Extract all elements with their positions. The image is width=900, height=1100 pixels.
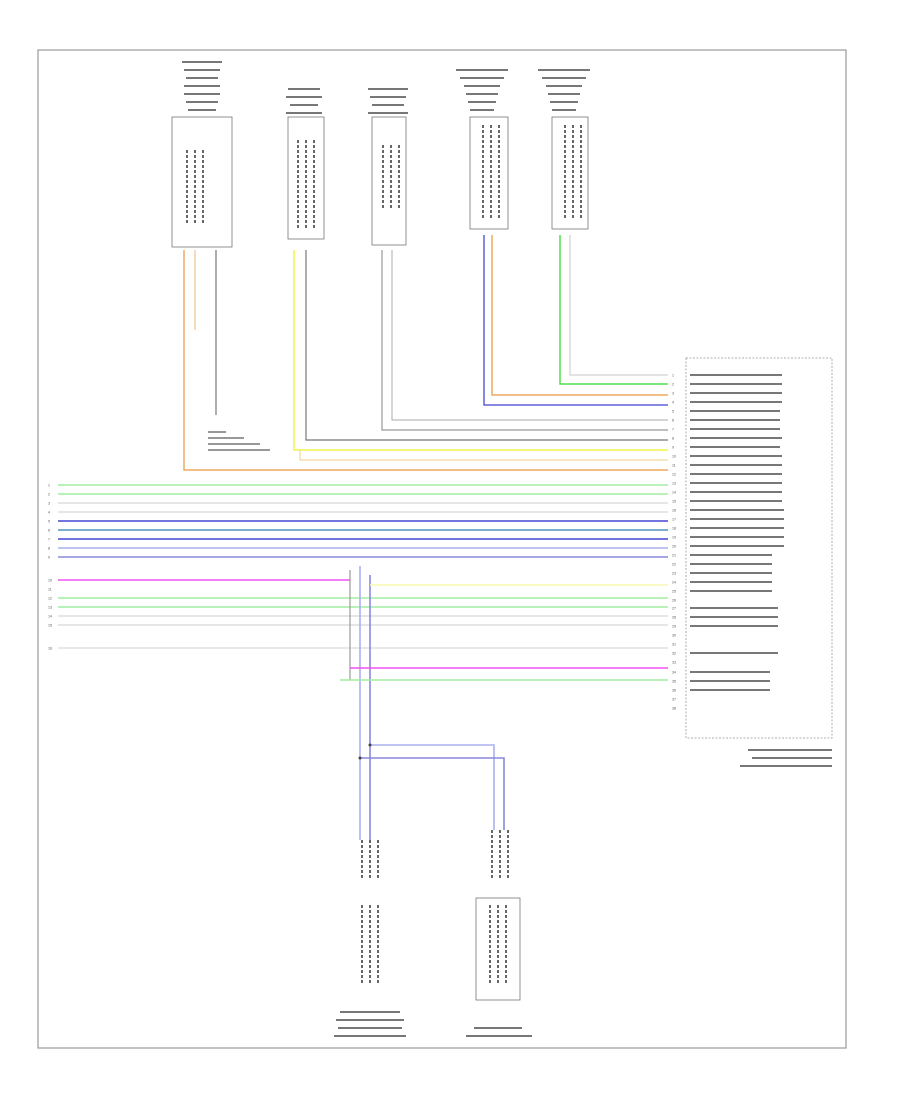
right-pin-number: 32 <box>672 652 676 656</box>
left-pin-number: 10 <box>48 579 52 583</box>
left-pin-number: 1 <box>48 484 50 488</box>
right-pin-number: 23 <box>672 572 676 576</box>
left-pin-number: 11 <box>48 588 52 592</box>
left-pin-number: 3 <box>48 502 50 506</box>
right-pin-number: 15 <box>672 500 676 504</box>
top-component-4 <box>456 69 509 230</box>
right-pin-number: 4 <box>672 401 674 405</box>
wire-gray-3 <box>381 250 668 431</box>
right-pin-number: 18 <box>672 527 676 531</box>
wire-green-1 <box>559 235 668 385</box>
wire-blue-to-sensor-2 <box>360 757 505 830</box>
left-pin-number: 15 <box>48 624 52 628</box>
right-pin-number: 11 <box>672 464 676 468</box>
splice-dot-1 <box>368 743 372 747</box>
wire-tan-1 <box>299 450 668 461</box>
left-pin-number: 9 <box>48 556 50 560</box>
wire-gray-2 <box>305 250 668 441</box>
splice-dot-2 <box>358 756 362 760</box>
right-pin-number: 16 <box>672 509 676 513</box>
top-component-1 <box>171 61 233 248</box>
left-pin-number: 6 <box>48 529 50 533</box>
bottom-sensor-left <box>334 840 406 1037</box>
right-pin-number: 1 <box>672 374 674 378</box>
left-pin-number: 12 <box>48 597 52 601</box>
right-pin-number: 31 <box>672 643 676 647</box>
right-pin-number: 20 <box>672 545 676 549</box>
right-pin-number: 34 <box>672 671 676 675</box>
right-pin-number: 33 <box>672 661 676 665</box>
left-wire-bundle <box>58 484 668 649</box>
right-pin-number: 26 <box>672 599 676 603</box>
right-pin-number: 3 <box>672 392 674 396</box>
wire-blue-to-sensor-1 <box>370 744 495 830</box>
right-pin-number: 7 <box>672 428 674 432</box>
right-pin-number: 29 <box>672 625 676 629</box>
right-pin-number: 27 <box>672 607 676 611</box>
right-pin-number: 13 <box>672 482 676 486</box>
right-pin-number: 6 <box>672 419 674 423</box>
right-pin-number: 12 <box>672 473 676 477</box>
diagram-frame <box>37 49 847 1049</box>
right-pin-number: 38 <box>672 707 676 711</box>
left-pin-number: 2 <box>48 493 50 497</box>
control-module-box <box>685 357 833 739</box>
right-pin-number: 24 <box>672 581 676 585</box>
right-pin-number: 17 <box>672 518 676 522</box>
wire-yellow-1 <box>293 250 668 451</box>
wire-orange-1 <box>183 250 668 471</box>
right-pin-number: 30 <box>672 634 676 638</box>
right-pin-number: 14 <box>672 491 676 495</box>
right-pin-number: 25 <box>672 590 676 594</box>
right-pin-number: 2 <box>672 383 674 387</box>
right-pin-number: 22 <box>672 563 676 567</box>
left-pin-number: 13 <box>48 606 52 610</box>
control-module-caption <box>740 749 832 767</box>
right-pin-number: 37 <box>672 698 676 702</box>
top-component-5 <box>538 69 590 230</box>
right-pin-numbers: 1234567891011121314151617181920212223242… <box>672 374 676 711</box>
wire-gray-4 <box>391 250 668 421</box>
left-pin-number: 14 <box>48 615 52 619</box>
top-component-2 <box>286 88 325 240</box>
top-component-1-title-lines <box>182 61 222 111</box>
right-pin-number: 28 <box>672 616 676 620</box>
wire-orange-3 <box>491 235 668 396</box>
top-component-3 <box>368 88 408 246</box>
right-pin-number: 21 <box>672 554 676 558</box>
left-pin-number: 8 <box>48 547 50 551</box>
right-pin-number: 8 <box>672 437 674 441</box>
ground-label <box>207 430 262 440</box>
left-pin-number: 16 <box>48 647 52 651</box>
control-module-pin-names <box>690 374 784 691</box>
right-pin-number: 9 <box>672 446 674 450</box>
left-pin-number: 5 <box>48 520 50 524</box>
right-pin-number: 5 <box>672 410 674 414</box>
wire-blue-1 <box>483 235 668 406</box>
right-pin-number: 10 <box>672 455 676 459</box>
left-pin-number: 4 <box>48 511 50 515</box>
bottom-sensor-right <box>466 830 532 1037</box>
control-module <box>685 357 833 767</box>
wire-tan-2 <box>569 235 668 376</box>
right-pin-number: 35 <box>672 680 676 684</box>
left-pin-number: 7 <box>48 538 50 542</box>
right-pin-number: 19 <box>672 536 676 540</box>
top-component-1-pin-labels <box>186 150 204 225</box>
right-pin-number: 36 <box>672 689 676 693</box>
